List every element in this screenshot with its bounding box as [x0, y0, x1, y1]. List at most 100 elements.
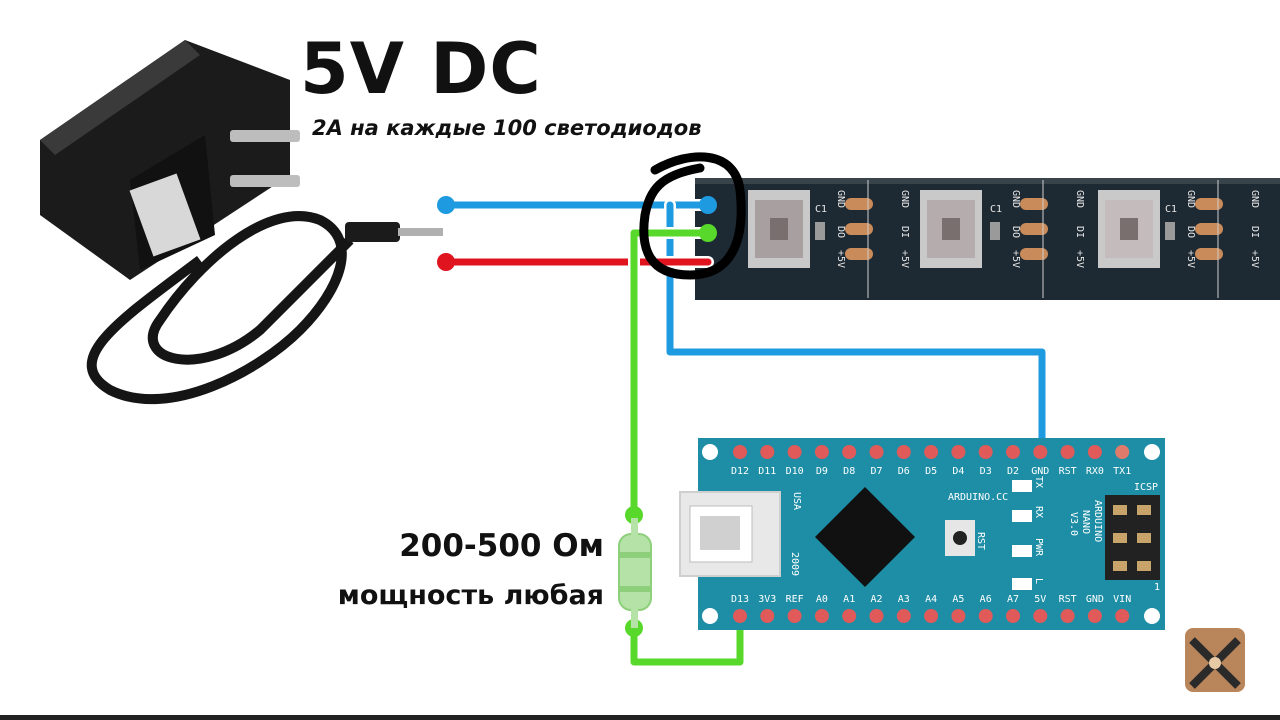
pin-label: GND [1031, 466, 1049, 477]
strip-pad-label-gnd: GND [1074, 190, 1085, 208]
strip-pad-label-gnd: GND [899, 190, 910, 208]
pin-label: A7 [1007, 594, 1019, 605]
pin-label: RST [1059, 466, 1077, 477]
pin-label: D3 [980, 466, 992, 477]
wire-blue-gnd [437, 196, 1051, 461]
pin-label: REF [786, 594, 804, 605]
pin-d3 [978, 445, 993, 459]
board-rst-label: RST [975, 532, 986, 550]
board-model-line3: V3.0 [1068, 512, 1079, 536]
led-pixel [748, 190, 810, 268]
board-usa: USA [791, 492, 802, 510]
pin-label: A1 [843, 594, 855, 605]
pin-label: D9 [816, 466, 828, 477]
strip-pad-label-di: DI [899, 226, 910, 238]
led-strip: C1 C1 C1 GND DO +5V GND DI +5V GND DO +5… [695, 178, 1280, 300]
tools-logo [1185, 628, 1245, 692]
pin-label: VIN [1113, 594, 1131, 605]
pin-d8 [842, 445, 857, 459]
pin-label: D11 [758, 466, 776, 477]
pin-a0 [814, 609, 829, 623]
board-icsp: ICSP [1134, 482, 1158, 493]
strip-cap-label: C1 [1165, 204, 1177, 215]
power-subtitle: 2А на каждые 100 светодиодов [312, 116, 702, 140]
pin-d13 [733, 609, 747, 623]
pin-rst [1060, 609, 1075, 623]
pin-d10 [787, 445, 802, 459]
pin-a1 [842, 609, 857, 623]
pin-label: D7 [870, 466, 882, 477]
pin-label: D4 [952, 466, 964, 477]
strip-pad-label-5v: +5V [1249, 250, 1260, 268]
board-led-rx: RX [1033, 506, 1044, 518]
pin-label: A4 [925, 594, 937, 605]
strip-pad-label-di: DI [1249, 226, 1260, 238]
resistor-power-label: мощность любая [337, 580, 604, 611]
pin-d7 [869, 445, 884, 459]
pin-label: RST [1059, 594, 1077, 605]
pin-label: A0 [816, 594, 828, 605]
strip-pad-label-gnd: GND [835, 190, 846, 208]
pin-label: D12 [731, 466, 749, 477]
board-led-l: L [1033, 578, 1044, 584]
pin-a6 [978, 609, 993, 623]
power-adapter-image [40, 40, 443, 405]
pin-label: 5V [1034, 594, 1046, 605]
board-model-line2: NANO [1080, 510, 1091, 534]
strip-pad-label-gnd: GND [1010, 190, 1021, 208]
pin-label: 3V3 [758, 594, 776, 605]
pin-gnd [1033, 445, 1048, 459]
power-title: 5V DC [300, 28, 542, 110]
pin-a2 [869, 609, 884, 623]
pin-d6 [896, 445, 911, 459]
pin-d11 [760, 445, 775, 459]
pin-label: A5 [952, 594, 964, 605]
pin-ref [787, 609, 802, 623]
strip-pad-label-do: DO [1010, 226, 1021, 238]
strip-pad-label-5v: +5V [1185, 250, 1196, 268]
strip-pad-label-gnd: GND [1249, 190, 1260, 208]
pin-label: A3 [898, 594, 910, 605]
strip-cap-label: C1 [990, 204, 1002, 215]
board-brand: ARDUINO.CC [948, 492, 1008, 503]
pin-d12 [733, 445, 747, 459]
pin-label: TX1 [1113, 466, 1131, 477]
top-pin-row [733, 445, 1130, 459]
pin-label: A6 [980, 594, 992, 605]
wire-green-data [625, 224, 749, 668]
pin-label: D2 [1007, 466, 1019, 477]
pin-label: D10 [786, 466, 804, 477]
pin-d9 [814, 445, 829, 459]
marker-highlight [639, 152, 746, 280]
pin-5v [1033, 609, 1048, 623]
strip-cap-label: C1 [815, 204, 827, 215]
pin-d4 [951, 445, 966, 459]
resistor [618, 518, 652, 628]
strip-pad-label-5v: +5V [1010, 250, 1021, 268]
pin-label: D6 [898, 466, 910, 477]
pin-vin [1115, 609, 1130, 623]
pin-a7 [1006, 609, 1020, 623]
strip-pad-label-5v: +5V [1074, 250, 1085, 268]
pin-a5 [951, 609, 966, 623]
pin-d5 [924, 445, 939, 459]
strip-pad-label-5v: +5V [835, 250, 846, 268]
pin-label: D5 [925, 466, 937, 477]
led-pixel [920, 190, 982, 268]
pin-tx1 [1115, 445, 1130, 459]
strip-pad-label-do: DO [835, 226, 846, 238]
pin-d2 [1006, 445, 1020, 459]
wire-red-5v [437, 253, 714, 271]
board-model-line1: ARDUINO [1092, 500, 1103, 542]
board-year: 2009 [789, 552, 800, 576]
strip-pad-label-5v: +5V [899, 250, 910, 268]
pin-rx0 [1087, 445, 1102, 459]
pin-label: A2 [870, 594, 882, 605]
pin-label: D13 [731, 594, 749, 605]
pin-a4 [924, 609, 939, 623]
pin-rst [1060, 445, 1075, 459]
